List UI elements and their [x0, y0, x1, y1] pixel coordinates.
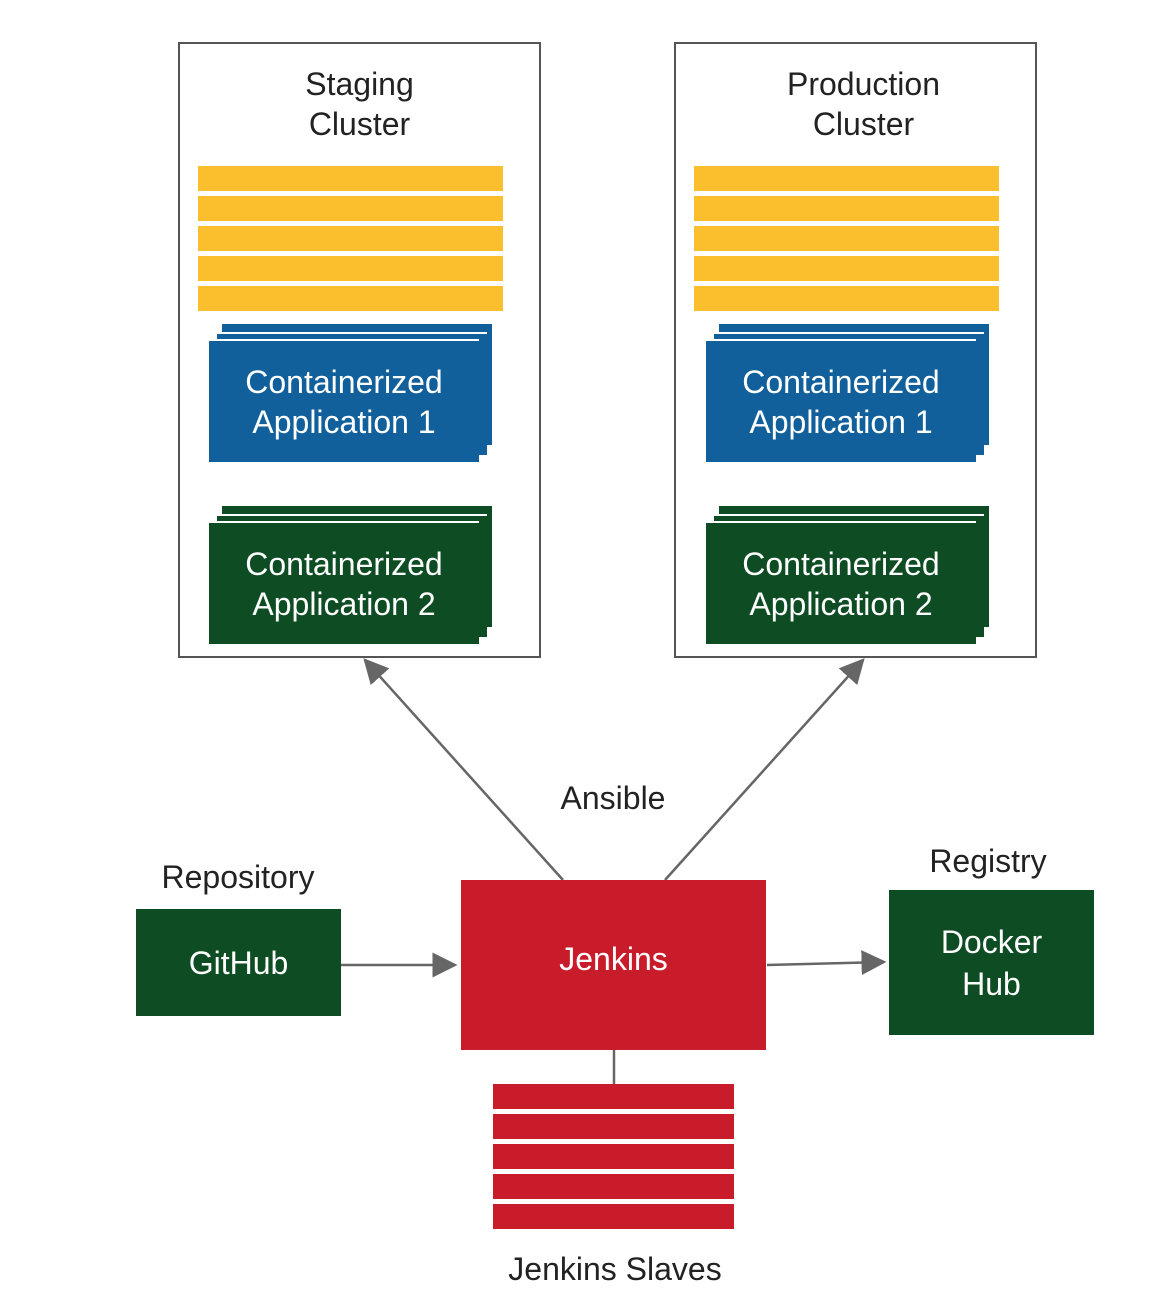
jenkins-slave-bar [493, 1174, 734, 1199]
production-node-bar [694, 256, 999, 281]
jenkins-slave-bar [493, 1144, 734, 1169]
jenkins-slave-bar [493, 1204, 734, 1229]
production-node-bar [694, 286, 999, 311]
dockerhub-label-line1: Docker [940, 923, 1043, 960]
production-node-bar [694, 226, 999, 251]
ansible-label: Ansible [560, 780, 666, 816]
jenkins-slaves-label: Jenkins Slaves [508, 1251, 722, 1287]
jenkins-slave-bar [493, 1084, 734, 1109]
staging-app1-stack: Containerized Application 1 [207, 324, 492, 462]
staging-node-bar [198, 226, 503, 251]
production-app1: Containerized Application 1 [704, 339, 976, 462]
arrow-jenkins-to-staging [363, 658, 564, 881]
staging-app1: Containerized Application 1 [207, 339, 479, 462]
staging-node-bar [198, 256, 503, 281]
staging-cluster-title: Staging Cluster [305, 66, 414, 142]
staging-app2: Containerized Application 2 [207, 521, 479, 644]
production-app2: Containerized Application 2 [704, 521, 976, 644]
registry-label: Registry [929, 843, 1047, 879]
github-label: GitHub [188, 944, 289, 981]
jenkins-box: Jenkins [461, 880, 766, 1050]
production-cluster: Production Cluster Containerized Applica… [674, 42, 1037, 658]
staging-app2-stack: Containerized Application 2 [207, 506, 492, 644]
production-node-bar [694, 196, 999, 221]
dockerhub-label-line2: Hub [962, 965, 1021, 1002]
repository-label: Repository [161, 859, 315, 895]
production-cluster-title: Production Cluster [787, 66, 940, 142]
jenkins-label: Jenkins [559, 941, 668, 977]
arrow-jenkins-to-dockerhub [766, 950, 887, 976]
staging-node-bar [198, 286, 503, 311]
staging-cluster: Staging Cluster Containerized Applicatio… [178, 42, 541, 658]
jenkins-slave-bar [493, 1114, 734, 1139]
production-node-bar [694, 166, 999, 191]
production-app1-stack: Containerized Application 1 [704, 324, 989, 462]
github-box: GitHub [136, 909, 341, 1016]
dockerhub-box: Docker Hub [889, 890, 1094, 1035]
staging-node-bar [198, 166, 503, 191]
production-app2-stack: Containerized Application 2 [704, 506, 989, 644]
staging-node-bar [198, 196, 503, 221]
arrow-jenkins-to-production [664, 658, 865, 881]
